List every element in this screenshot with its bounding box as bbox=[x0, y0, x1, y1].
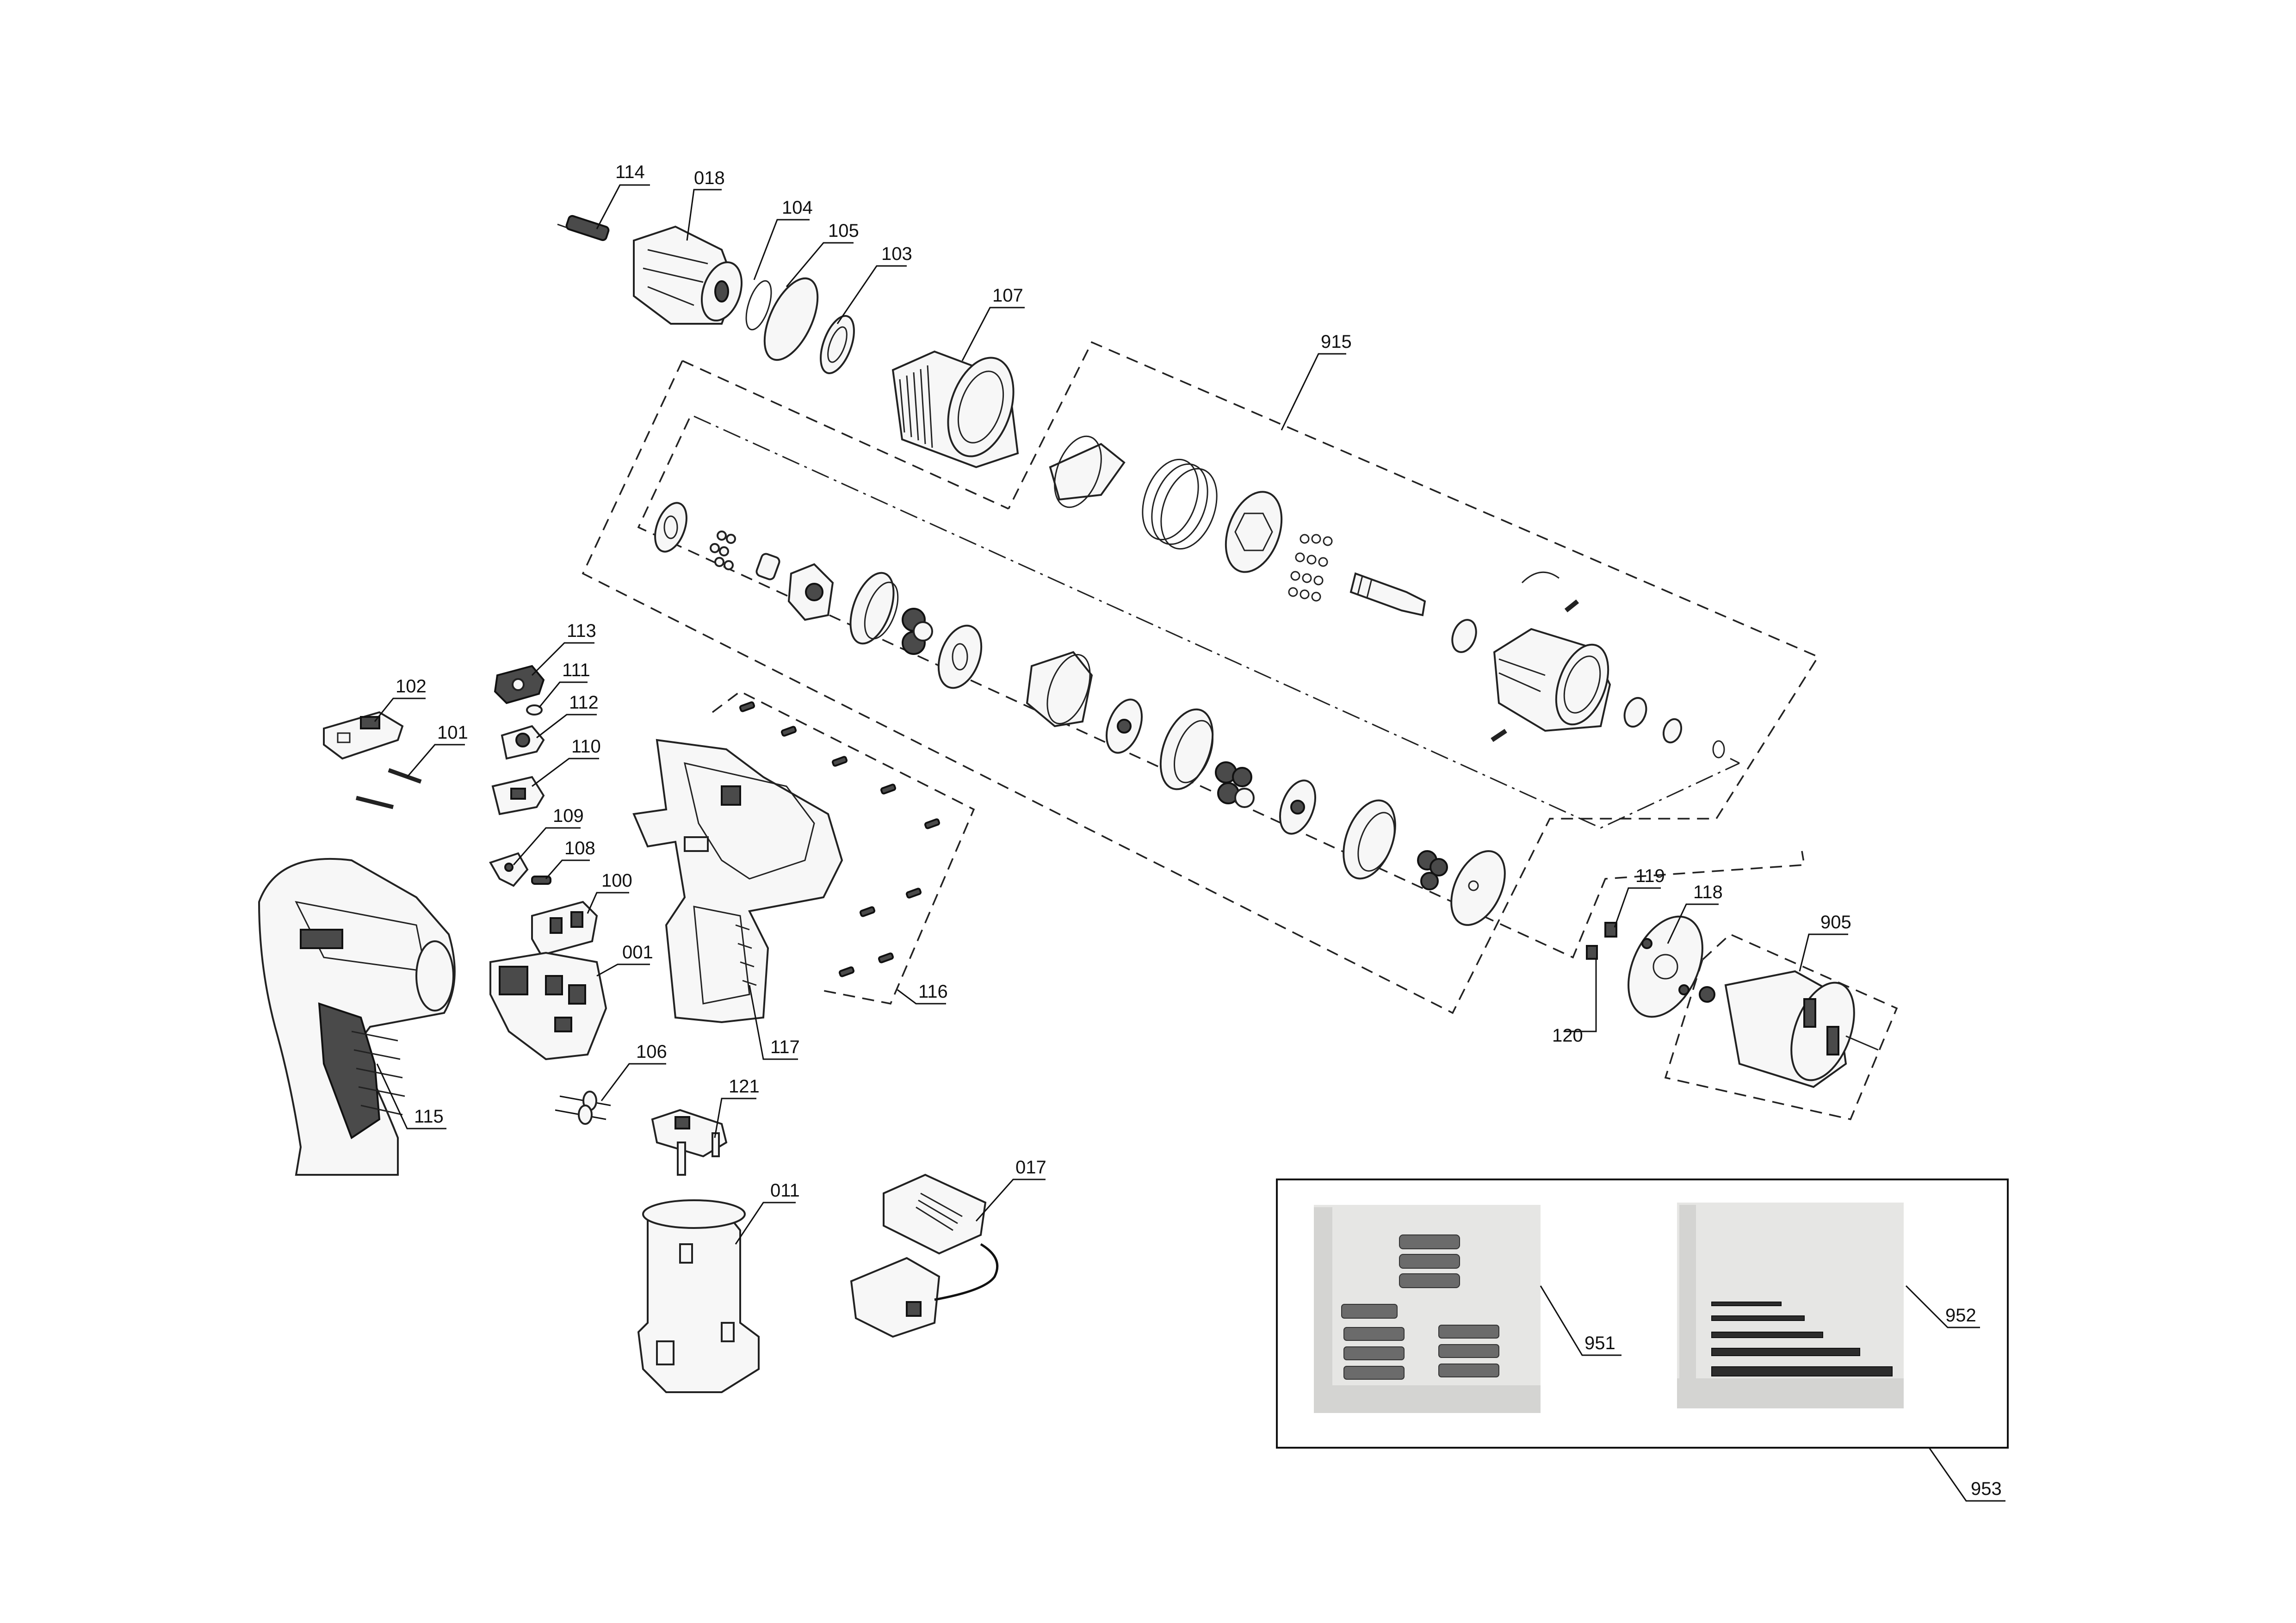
planet-carrier-2 bbox=[787, 563, 834, 621]
label-102: 102 bbox=[396, 676, 427, 697]
label-109: 109 bbox=[553, 806, 584, 826]
label-101: 101 bbox=[437, 722, 468, 743]
label-104: 104 bbox=[782, 197, 813, 218]
cover-plate bbox=[1450, 850, 1506, 926]
part-114-screw bbox=[557, 215, 610, 241]
label-915: 915 bbox=[1321, 332, 1352, 352]
planet-carrier-1 bbox=[654, 502, 687, 553]
part-905-motor bbox=[1699, 970, 1879, 1088]
chuck-group bbox=[557, 215, 1019, 469]
washer-1 bbox=[937, 624, 983, 689]
motor-group bbox=[1586, 915, 1898, 1121]
spindle bbox=[1349, 572, 1426, 617]
ring-gear-4 bbox=[1343, 799, 1396, 880]
leader-lines bbox=[374, 184, 2005, 1502]
sun-gear-1 bbox=[755, 553, 780, 580]
part-105-washer bbox=[763, 277, 819, 361]
planet-gears-2 bbox=[1215, 761, 1255, 808]
label-011: 011 bbox=[770, 1180, 800, 1201]
part-117-housing-right bbox=[632, 739, 843, 1024]
spindle-bearing bbox=[1451, 619, 1477, 653]
label-017: 017 bbox=[1015, 1157, 1046, 1178]
part-109-contact bbox=[489, 852, 529, 887]
part-101-springs bbox=[355, 768, 422, 809]
part-107-gear-ring bbox=[891, 350, 1019, 469]
spring-clutch bbox=[1142, 458, 1218, 550]
label-103: 103 bbox=[881, 244, 912, 264]
planet-carrier-3 bbox=[1106, 698, 1143, 754]
part-121-contact-block bbox=[651, 1109, 728, 1176]
label-108: 108 bbox=[564, 838, 595, 858]
label-119: 119 bbox=[1635, 866, 1665, 886]
label-120: 120 bbox=[1552, 1025, 1583, 1046]
planet-gears-3 bbox=[1417, 850, 1448, 890]
part-017-charger bbox=[850, 1173, 999, 1338]
planet-carrier-4 bbox=[1279, 779, 1316, 835]
part-100-switch-cover bbox=[531, 901, 598, 957]
gearbox-ring-1 bbox=[1049, 435, 1126, 508]
o-ring-1 bbox=[1712, 740, 1725, 759]
steel-balls bbox=[1288, 534, 1333, 602]
ring-gear-2 bbox=[1026, 651, 1093, 728]
gearbox-group-915 bbox=[582, 341, 1819, 1014]
label-117: 117 bbox=[770, 1037, 800, 1057]
label-905: 905 bbox=[1820, 912, 1851, 932]
part-106-wires bbox=[555, 1091, 611, 1125]
label-110: 110 bbox=[571, 736, 601, 757]
label-106: 106 bbox=[636, 1042, 667, 1062]
label-116: 116 bbox=[918, 981, 948, 1002]
label-113: 113 bbox=[567, 621, 596, 641]
part-120-screw bbox=[1586, 945, 1598, 960]
part-113-cover bbox=[494, 665, 545, 704]
part-112-led-holder bbox=[501, 725, 545, 760]
ring-gear-3 bbox=[1159, 708, 1214, 790]
part-116-screws bbox=[712, 690, 975, 1005]
label-121: 121 bbox=[729, 1076, 760, 1097]
hex-plate bbox=[1225, 491, 1283, 573]
ring-gear-1 bbox=[849, 572, 899, 645]
motor-dashed-box bbox=[1664, 933, 1898, 1121]
part-104-ring bbox=[745, 280, 772, 331]
part-118-mount-plate bbox=[1628, 915, 1703, 1018]
part-018-chuck bbox=[633, 225, 743, 325]
part-labels: 114 018 104 105 103 107 915 113 111 112 … bbox=[396, 162, 2002, 1499]
gear-housing bbox=[1493, 628, 1611, 732]
part-111-ball bbox=[526, 704, 543, 716]
part-115-housing-left bbox=[258, 858, 456, 1176]
pin-1 bbox=[1564, 599, 1579, 612]
retaining-clip bbox=[1521, 571, 1560, 584]
part-011-battery bbox=[637, 1199, 760, 1393]
accessory-box-953 bbox=[1276, 1179, 2009, 1449]
label-952: 952 bbox=[1945, 1305, 1976, 1326]
part-119-screw bbox=[1604, 922, 1617, 938]
bits-photo-951 bbox=[1314, 1205, 1541, 1413]
part-110-pcb bbox=[491, 776, 545, 815]
label-111: 111 bbox=[562, 660, 590, 680]
gear-pins bbox=[710, 531, 736, 570]
washer-3 bbox=[1662, 718, 1683, 744]
part-001-switch bbox=[489, 951, 607, 1061]
label-115: 115 bbox=[414, 1106, 444, 1127]
label-118: 118 bbox=[1693, 882, 1723, 902]
planet-gears-1 bbox=[902, 608, 933, 655]
label-105: 105 bbox=[828, 221, 859, 241]
label-100: 100 bbox=[601, 870, 632, 891]
label-112: 112 bbox=[569, 692, 599, 713]
label-953: 953 bbox=[1971, 1479, 2002, 1499]
label-114: 114 bbox=[615, 162, 645, 182]
washer-2 bbox=[1623, 697, 1647, 728]
part-103-clip bbox=[820, 315, 855, 374]
drills-photo-952 bbox=[1677, 1203, 1904, 1408]
label-951: 951 bbox=[1584, 1333, 1615, 1353]
label-001: 001 bbox=[622, 942, 653, 963]
pin-2 bbox=[1491, 728, 1507, 742]
label-107: 107 bbox=[992, 285, 1023, 306]
part-102-forward-reverse-slider bbox=[323, 711, 404, 760]
label-018: 018 bbox=[694, 168, 725, 188]
switch-group bbox=[323, 665, 728, 1176]
